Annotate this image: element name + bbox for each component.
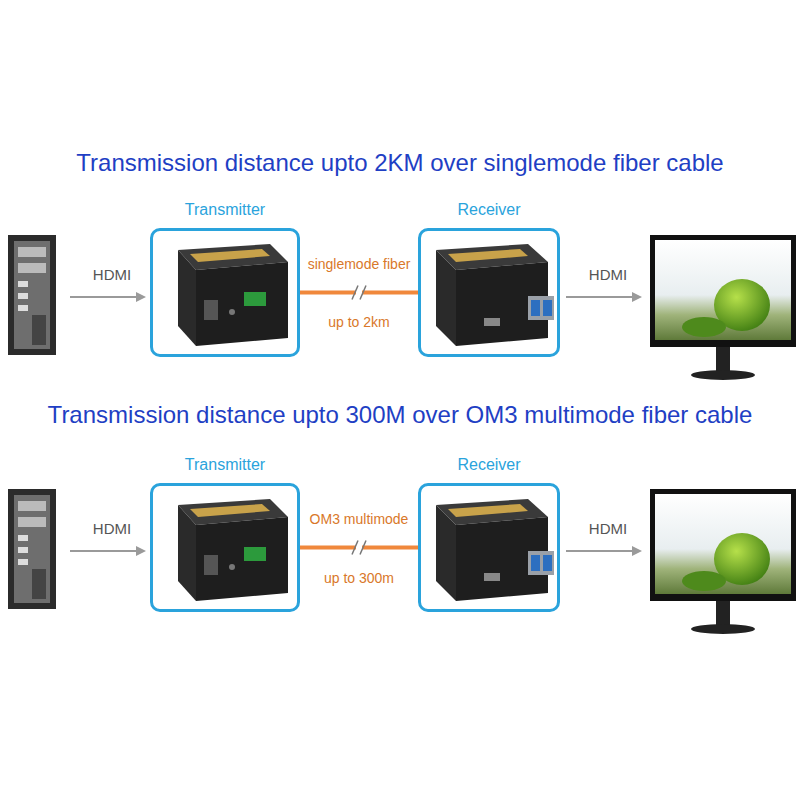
signal-name: HDMI — [80, 265, 144, 284]
distance-note: up to 2km — [300, 313, 418, 331]
break-mark — [352, 286, 358, 300]
fiber-line — [300, 546, 418, 550]
section-title: Transmission distance upto 300M over OM3… — [0, 401, 800, 429]
distance-note: up to 300m — [300, 569, 418, 587]
edge-label: singlemode fiber — [279, 255, 439, 273]
section-title: Transmission distance upto 2KM over sing… — [0, 149, 800, 177]
device-heading: Transmitter — [133, 456, 317, 474]
device-heading: Receiver — [401, 456, 577, 474]
fiber-link — [300, 286, 418, 300]
fiber-link — [300, 541, 418, 555]
signal-name: HDMI — [80, 519, 144, 538]
device-box: Transmitter — [150, 228, 300, 357]
signal-name: HDMI — [576, 519, 640, 538]
device-box: Receiver — [418, 483, 560, 612]
signal-name: HDMI — [576, 265, 640, 284]
break-gap — [356, 544, 362, 552]
break-mark — [360, 286, 366, 300]
device-box: Receiver — [418, 228, 560, 357]
device-box: Transmitter — [150, 483, 300, 612]
fiber-line — [300, 291, 418, 295]
break-mark — [360, 541, 366, 555]
break-gap — [356, 289, 362, 297]
edge-label: OM3 multimode — [279, 510, 439, 528]
device-heading: Receiver — [401, 201, 577, 219]
break-mark — [352, 541, 358, 555]
device-heading: Transmitter — [133, 201, 317, 219]
